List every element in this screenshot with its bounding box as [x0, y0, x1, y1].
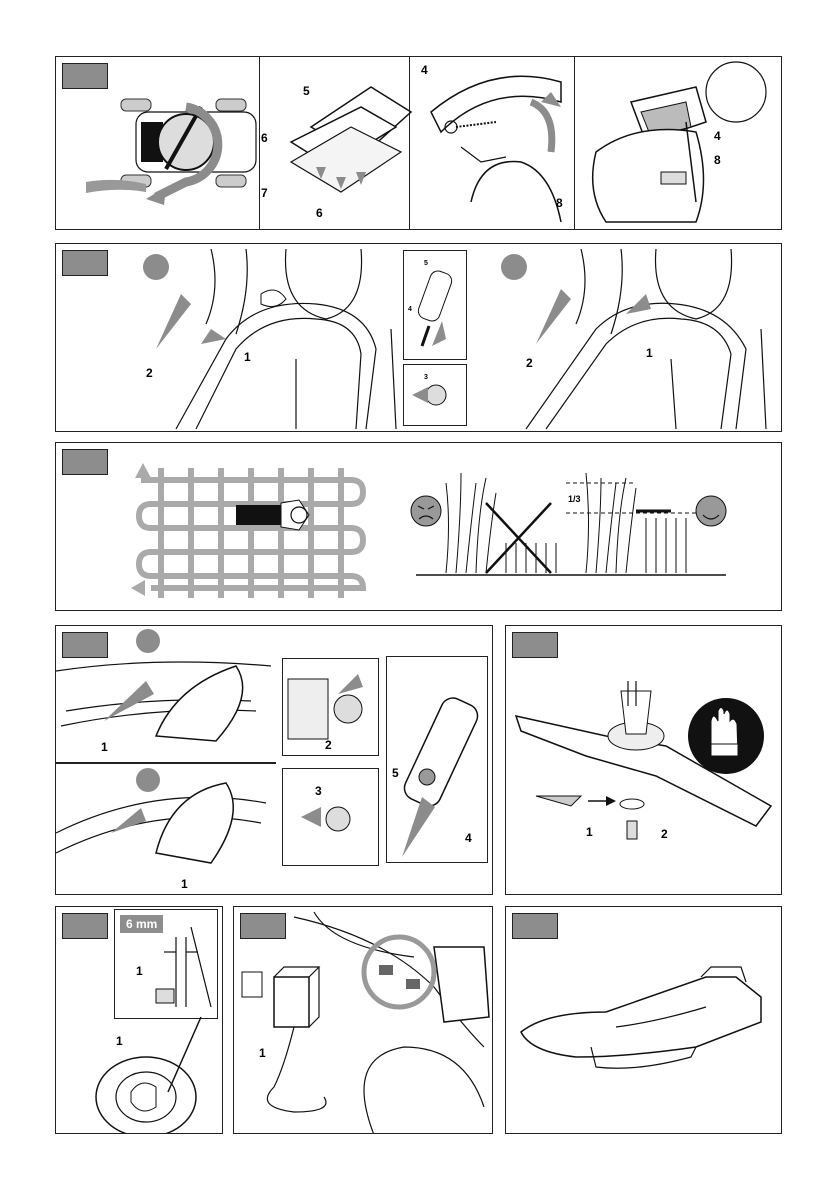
inset-motor-plug: 2 — [282, 658, 379, 756]
mower-top-view-illustration — [86, 98, 257, 205]
panel-mowing-technique: 1/3 — [55, 442, 782, 611]
gap-label: 6 mm — [120, 915, 164, 933]
panel-wheel-height: 6 mm 1 1 — [55, 906, 223, 1134]
figure-number-tag — [62, 913, 108, 939]
mowing-pattern-illustration — [131, 463, 367, 598]
callout-2e: 2 — [661, 827, 668, 841]
grass-box-attached-illustration: 4 8 — [591, 61, 767, 223]
inset-safety-key-large: 5 4 — [386, 656, 488, 863]
callout-8b: 8 — [714, 153, 721, 167]
callout-4b: 4 — [714, 129, 721, 143]
callout-6b: 6 — [316, 206, 323, 220]
grass-height-illustration: 1/3 — [410, 472, 727, 576]
callout-8: 8 — [556, 196, 563, 210]
callout-1d: 1 — [181, 877, 188, 891]
figure-number-tag — [62, 449, 108, 475]
wheel-illustration: 1 1 — [95, 926, 212, 1133]
callout-4c: 4 — [465, 831, 472, 845]
mulching-plug-illustration — [520, 966, 762, 1069]
start-step-a-illustration: 2 1 — [143, 248, 397, 430]
inset-safety-key: 5 4 — [403, 250, 467, 360]
callout-1f: 1 — [136, 964, 143, 978]
inset-key-removal: 3 — [282, 768, 379, 866]
callout-2b: 2 — [526, 356, 533, 370]
callout-7: 7 — [261, 186, 268, 200]
callout-4: 4 — [421, 63, 428, 77]
callout-1c: 1 — [101, 740, 108, 754]
stop-step-b-illustration: 1 — [56, 768, 267, 891]
callout-1e: 1 — [586, 825, 593, 839]
blade-assembly-illustration: 1 2 — [514, 681, 773, 841]
one-third-label: 1/3 — [568, 494, 581, 504]
panel-charging: 1 — [233, 906, 493, 1134]
callout-6: 6 — [261, 131, 268, 145]
callout-1b: 1 — [646, 346, 653, 360]
figure-number-tag — [240, 913, 286, 939]
panel-mulching-insert — [505, 906, 782, 1134]
inset-callout-3: 3 — [424, 374, 428, 381]
inset-key: 3 — [403, 364, 467, 426]
figure-number-tag — [62, 250, 108, 276]
panel-assembly-grass-box: 5 6 7 6 4 8 4 8 — [55, 56, 782, 230]
callout-2c: 2 — [325, 738, 332, 752]
callout-5: 5 — [303, 84, 310, 98]
figure-number-tag — [62, 632, 108, 658]
start-step-b-illustration: 2 1 — [501, 248, 767, 430]
inset-callout-4: 4 — [408, 306, 412, 313]
grass-box-base-illustration: 5 6 7 6 — [261, 84, 413, 220]
rear-flap-illustration: 4 8 — [421, 63, 563, 223]
callout-1h: 1 — [259, 1046, 266, 1060]
callout-3c: 3 — [315, 784, 322, 798]
figure-number-tag — [512, 913, 558, 939]
callout-1g: 1 — [116, 1034, 123, 1048]
inset-callout-5: 5 — [424, 260, 428, 267]
panel-blade-replacement: 1 2 — [505, 625, 782, 895]
callout-5c: 5 — [392, 766, 399, 780]
figure-number-tag — [62, 63, 108, 89]
panel-starting-motor: 2 1 5 4 3 2 1 — [55, 243, 782, 432]
charger-illustration: 1 — [241, 911, 490, 1133]
stop-step-a-illustration: 1 — [56, 629, 272, 754]
figure-number-tag — [512, 632, 558, 658]
callout-1: 1 — [244, 350, 251, 364]
panel-stopping-motor: 1 1 2 3 5 4 — [55, 625, 493, 895]
inset-wheel-gap — [114, 909, 218, 1019]
callout-2: 2 — [146, 366, 153, 380]
